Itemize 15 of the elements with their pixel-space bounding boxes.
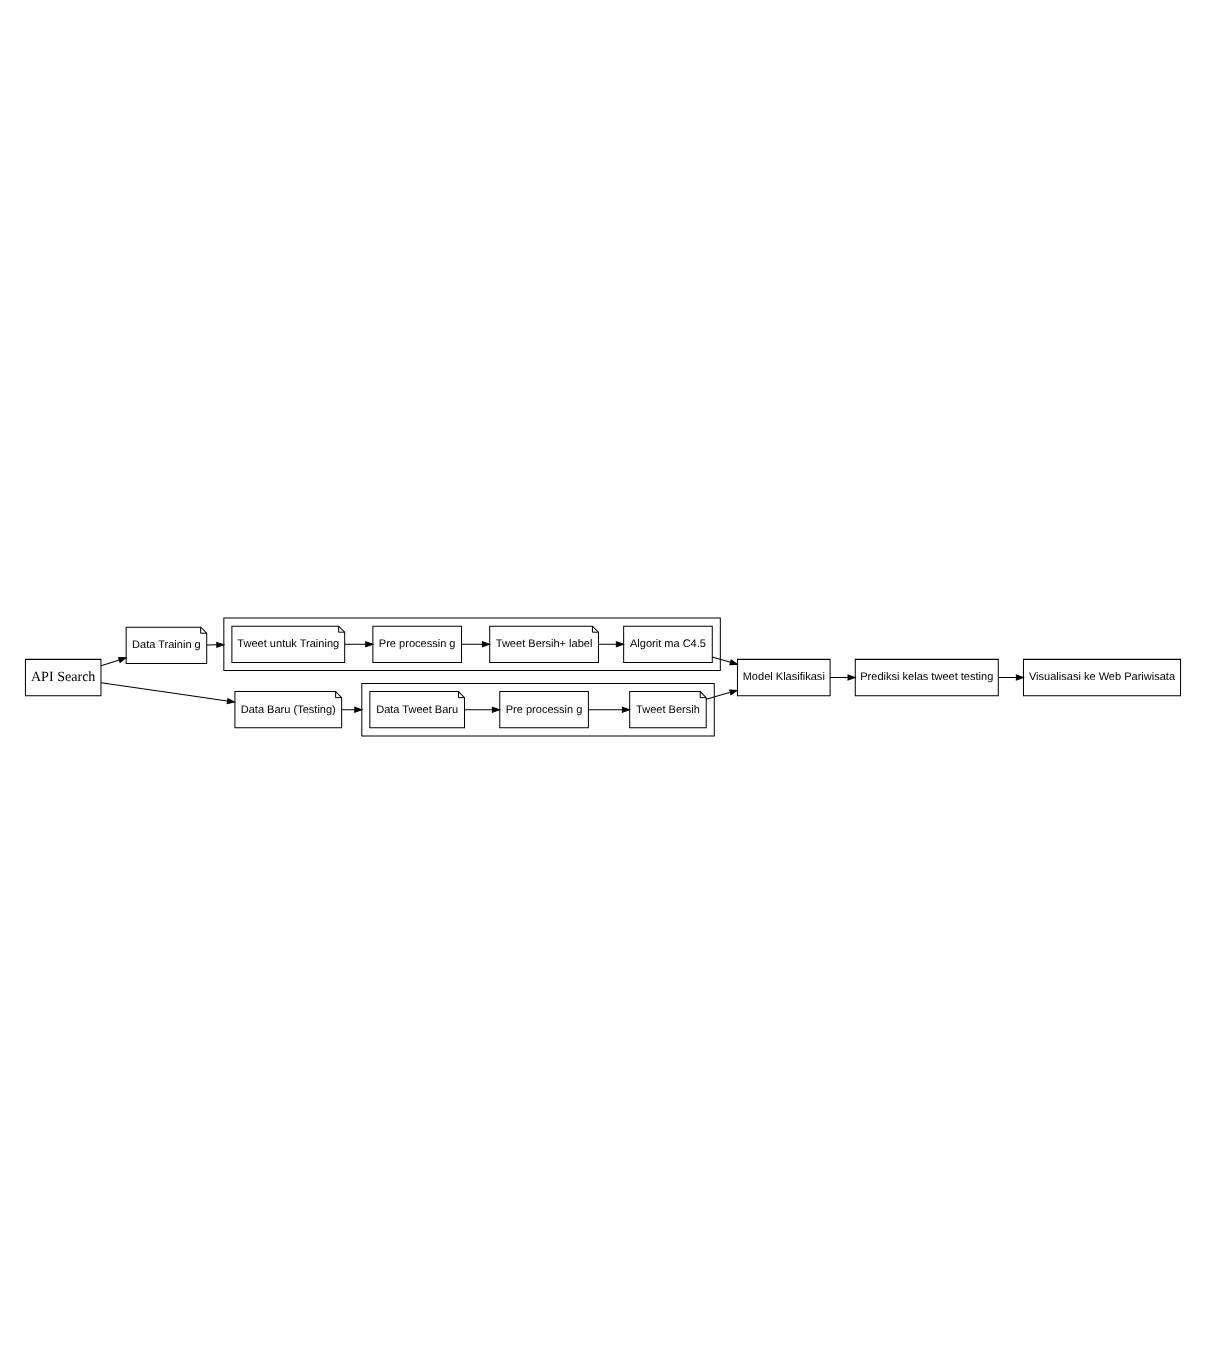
arrow xyxy=(998,674,1025,681)
arrow xyxy=(100,682,237,705)
arrow xyxy=(587,706,631,713)
arrow xyxy=(344,641,375,648)
cluster xyxy=(223,617,721,671)
arrow xyxy=(464,706,501,713)
arrow xyxy=(206,641,226,649)
arrow xyxy=(341,706,364,713)
arrow xyxy=(711,656,739,666)
arrow xyxy=(100,657,128,667)
arrow xyxy=(829,674,857,681)
arrow xyxy=(598,641,625,648)
arrow xyxy=(461,641,491,648)
arrow xyxy=(705,689,739,700)
cluster xyxy=(361,683,715,737)
